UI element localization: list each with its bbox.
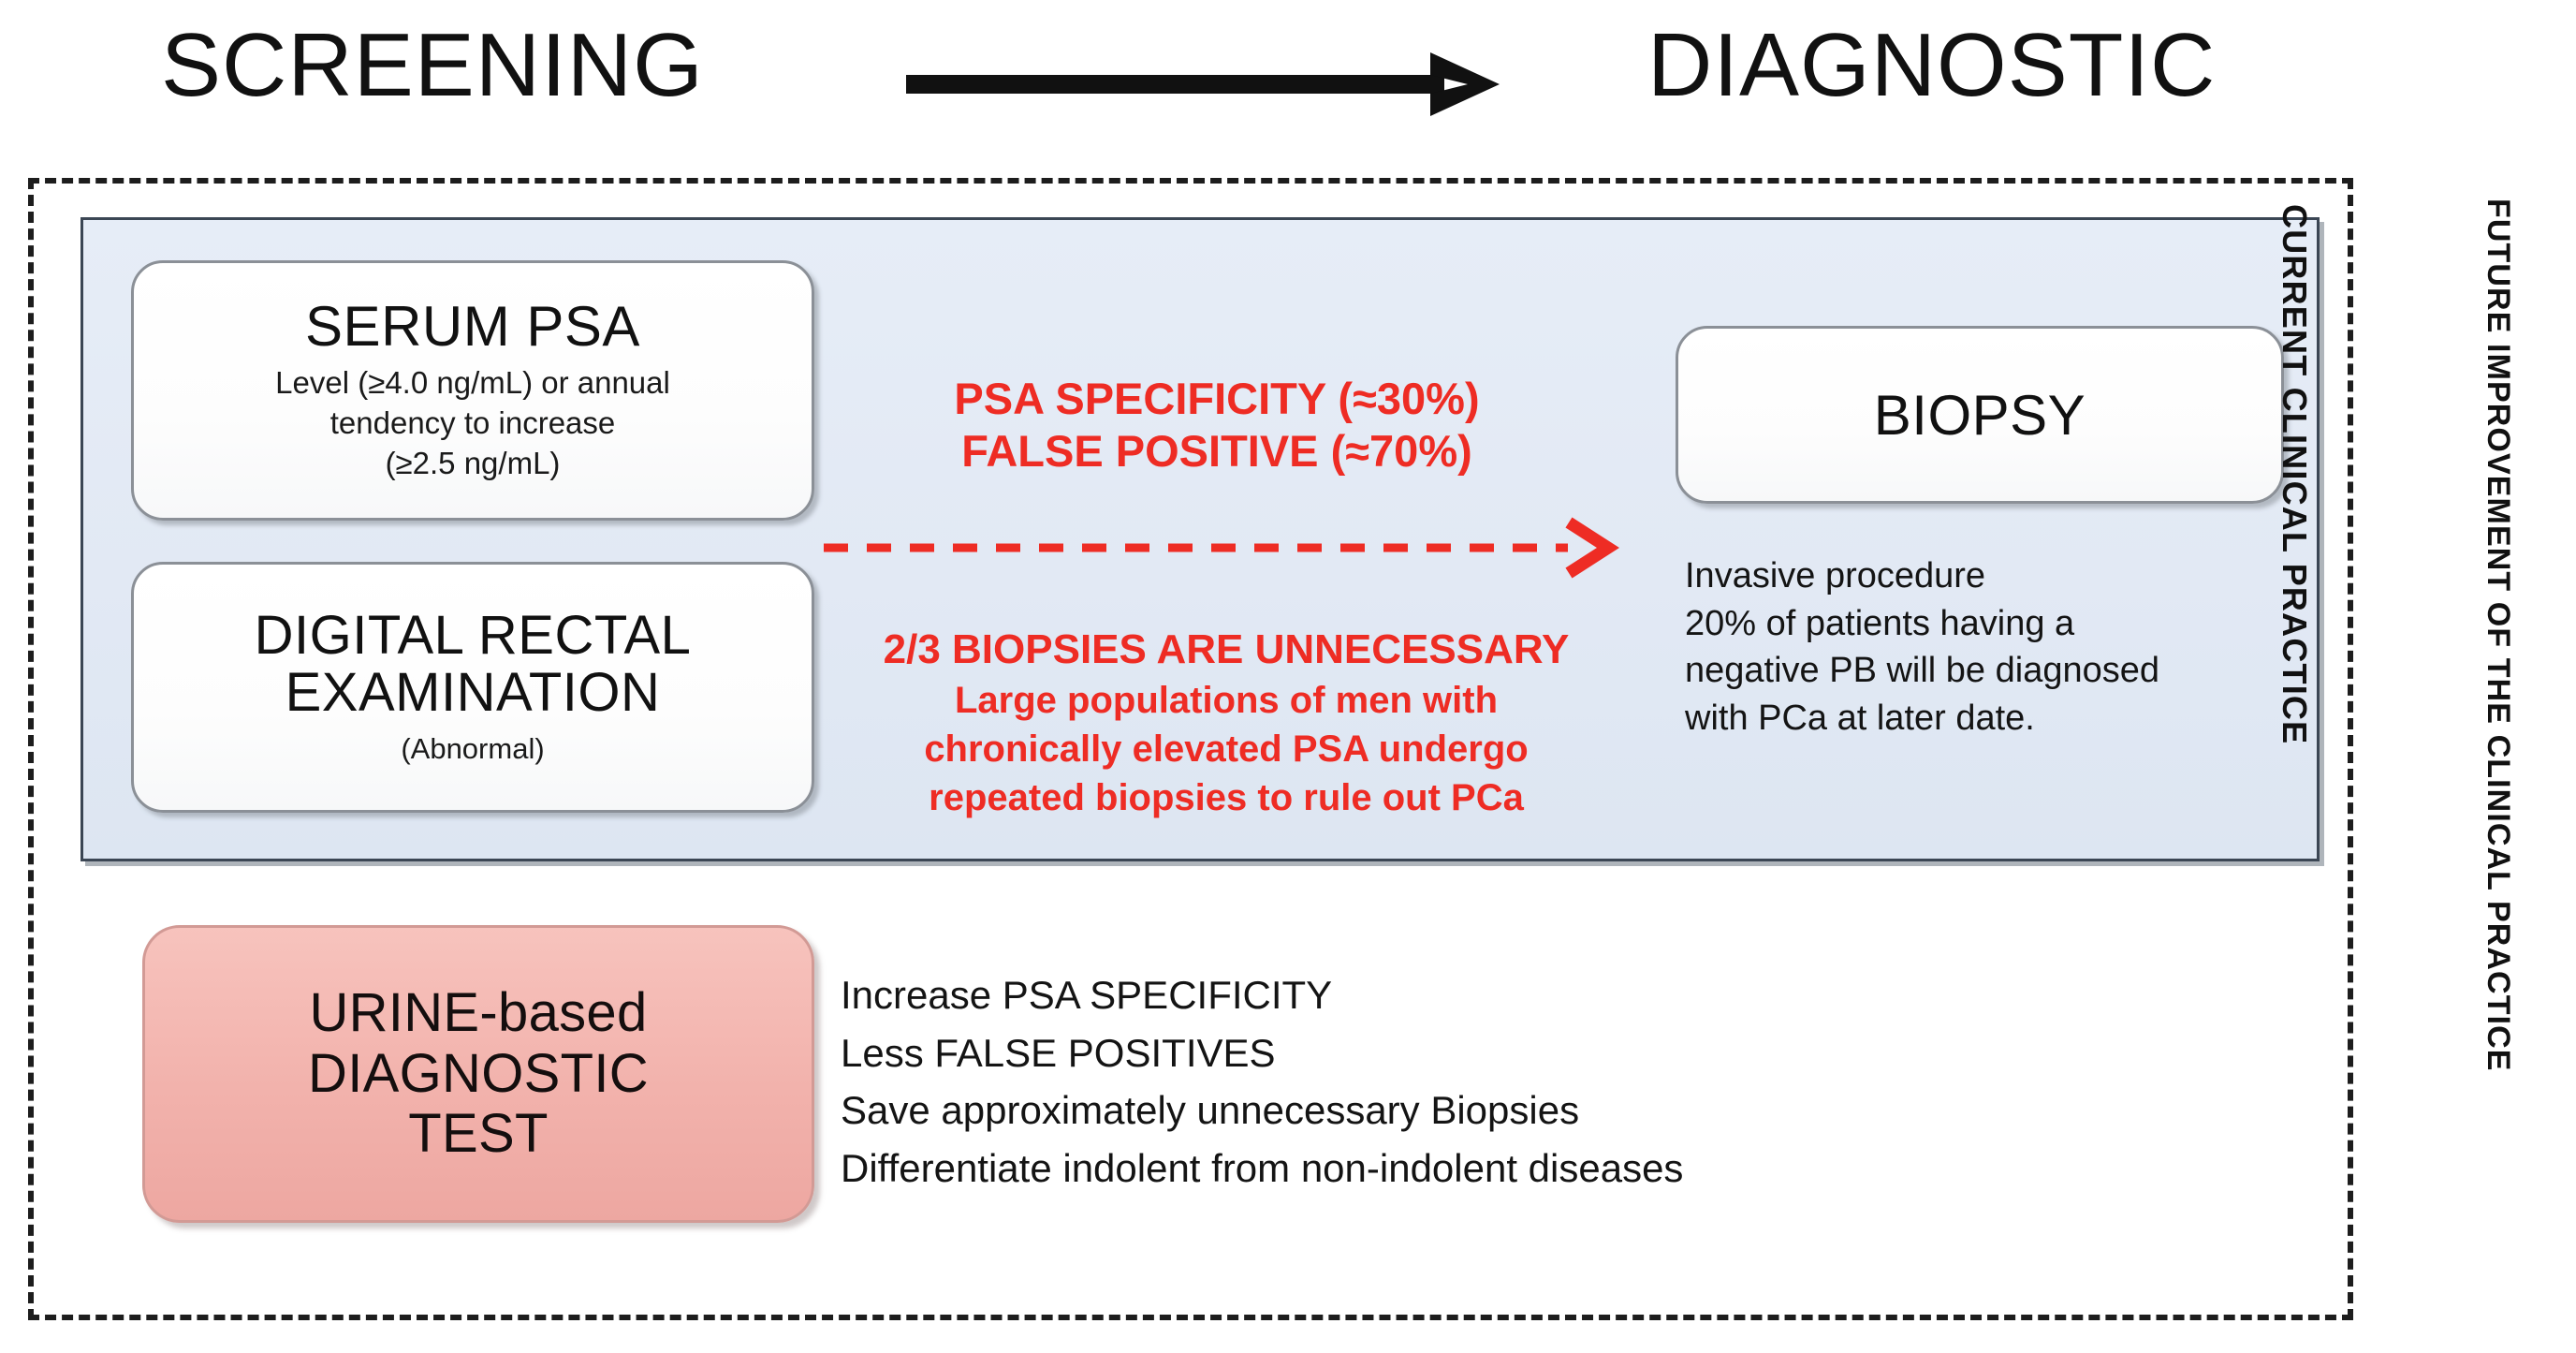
- unnecessary-biopsies-line-1: Large populations of men with: [955, 680, 1498, 721]
- urine-test-benefits-list: Increase PSA SPECIFICITY Less FALSE POSI…: [841, 966, 2095, 1198]
- card-serum-psa-details: Level (≥4.0 ng/mL) or annual tendency to…: [255, 363, 691, 484]
- header-label-screening: SCREENING: [161, 15, 704, 115]
- unnecessary-biopsies-body: Large populations of men with chronicall…: [814, 676, 1638, 822]
- benefit-item-2: Less FALSE POSITIVES: [841, 1030, 1276, 1075]
- benefit-item-3: Save approximately unnecessary Biopsies: [841, 1088, 1580, 1133]
- benefit-item-1: Increase PSA SPECIFICITY: [841, 973, 1333, 1017]
- serum-psa-line-1: Level (≥4.0 ng/mL) or annual: [275, 365, 670, 401]
- dashed-right-arrow-icon: [824, 517, 1620, 579]
- urine-test-line-2: DIAGNOSTIC: [308, 1042, 649, 1104]
- future-improvement-frame: [28, 178, 2353, 1320]
- vertical-label-future-improvement: FUTURE IMPROVEMENT OF THE CLINICAL PRACT…: [2481, 199, 2516, 1072]
- serum-psa-line-3: (≥2.5 ng/mL): [385, 445, 561, 480]
- biopsy-description: Invasive procedure 20% of patients havin…: [1685, 552, 2303, 742]
- unnecessary-biopsies-line-3: repeated biopsies to rule out PCa: [929, 777, 1524, 818]
- header-label-diagnostic: DIAGNOSTIC: [1647, 15, 2217, 115]
- card-dre-subtitle: (Abnormal): [401, 731, 545, 765]
- unnecessary-biopsies-line-2: chronically elevated PSA undergo: [924, 728, 1529, 770]
- vertical-label-current-clinical-practice: CURRENT CLINICAL PRACTICE: [2276, 204, 2314, 745]
- urine-test-line-1: URINE-based: [309, 981, 648, 1043]
- card-digital-rectal-examination[interactable]: DIGITAL RECTAL EXAMINATION (Abnormal): [131, 562, 814, 813]
- biopsy-desc-line-3: negative PB will be diagnosed: [1685, 651, 2160, 691]
- psa-specificity-line: PSA SPECIFICITY (≈30%): [954, 374, 1480, 423]
- unnecessary-biopsies-headline: 2/3 BIOPSIES ARE UNNECESSARY: [883, 626, 1570, 672]
- biopsy-desc-line-4: with PCa at later date.: [1685, 698, 2035, 738]
- false-positive-line: FALSE POSITIVE (≈70%): [961, 426, 1472, 477]
- biopsy-desc-line-2: 20% of patients having a: [1685, 603, 2075, 643]
- biopsy-desc-line-1: Invasive procedure: [1685, 556, 1986, 596]
- card-dre-title-line-1: DIGITAL RECTAL: [254, 604, 692, 666]
- card-urine-based-diagnostic-test[interactable]: URINE-based DIAGNOSTIC TEST: [142, 925, 814, 1223]
- serum-psa-line-2: tendency to increase: [329, 405, 616, 441]
- screening-to-diagnostic-arrow-icon: [906, 49, 1524, 120]
- urine-test-line-3: TEST: [408, 1103, 549, 1165]
- card-dre-title-line-2: EXAMINATION: [285, 661, 661, 723]
- benefit-item-4: Differentiate indolent from non-indolent…: [841, 1146, 1684, 1191]
- card-serum-psa[interactable]: SERUM PSA Level (≥4.0 ng/mL) or annual t…: [131, 260, 814, 521]
- card-biopsy[interactable]: BIOPSY: [1676, 326, 2284, 504]
- psa-specificity-annotation: PSA SPECIFICITY (≈30%) FALSE POSITIVE (≈…: [824, 373, 1610, 478]
- card-biopsy-title: BIOPSY: [1873, 383, 2086, 447]
- card-serum-psa-title: SERUM PSA: [305, 295, 640, 359]
